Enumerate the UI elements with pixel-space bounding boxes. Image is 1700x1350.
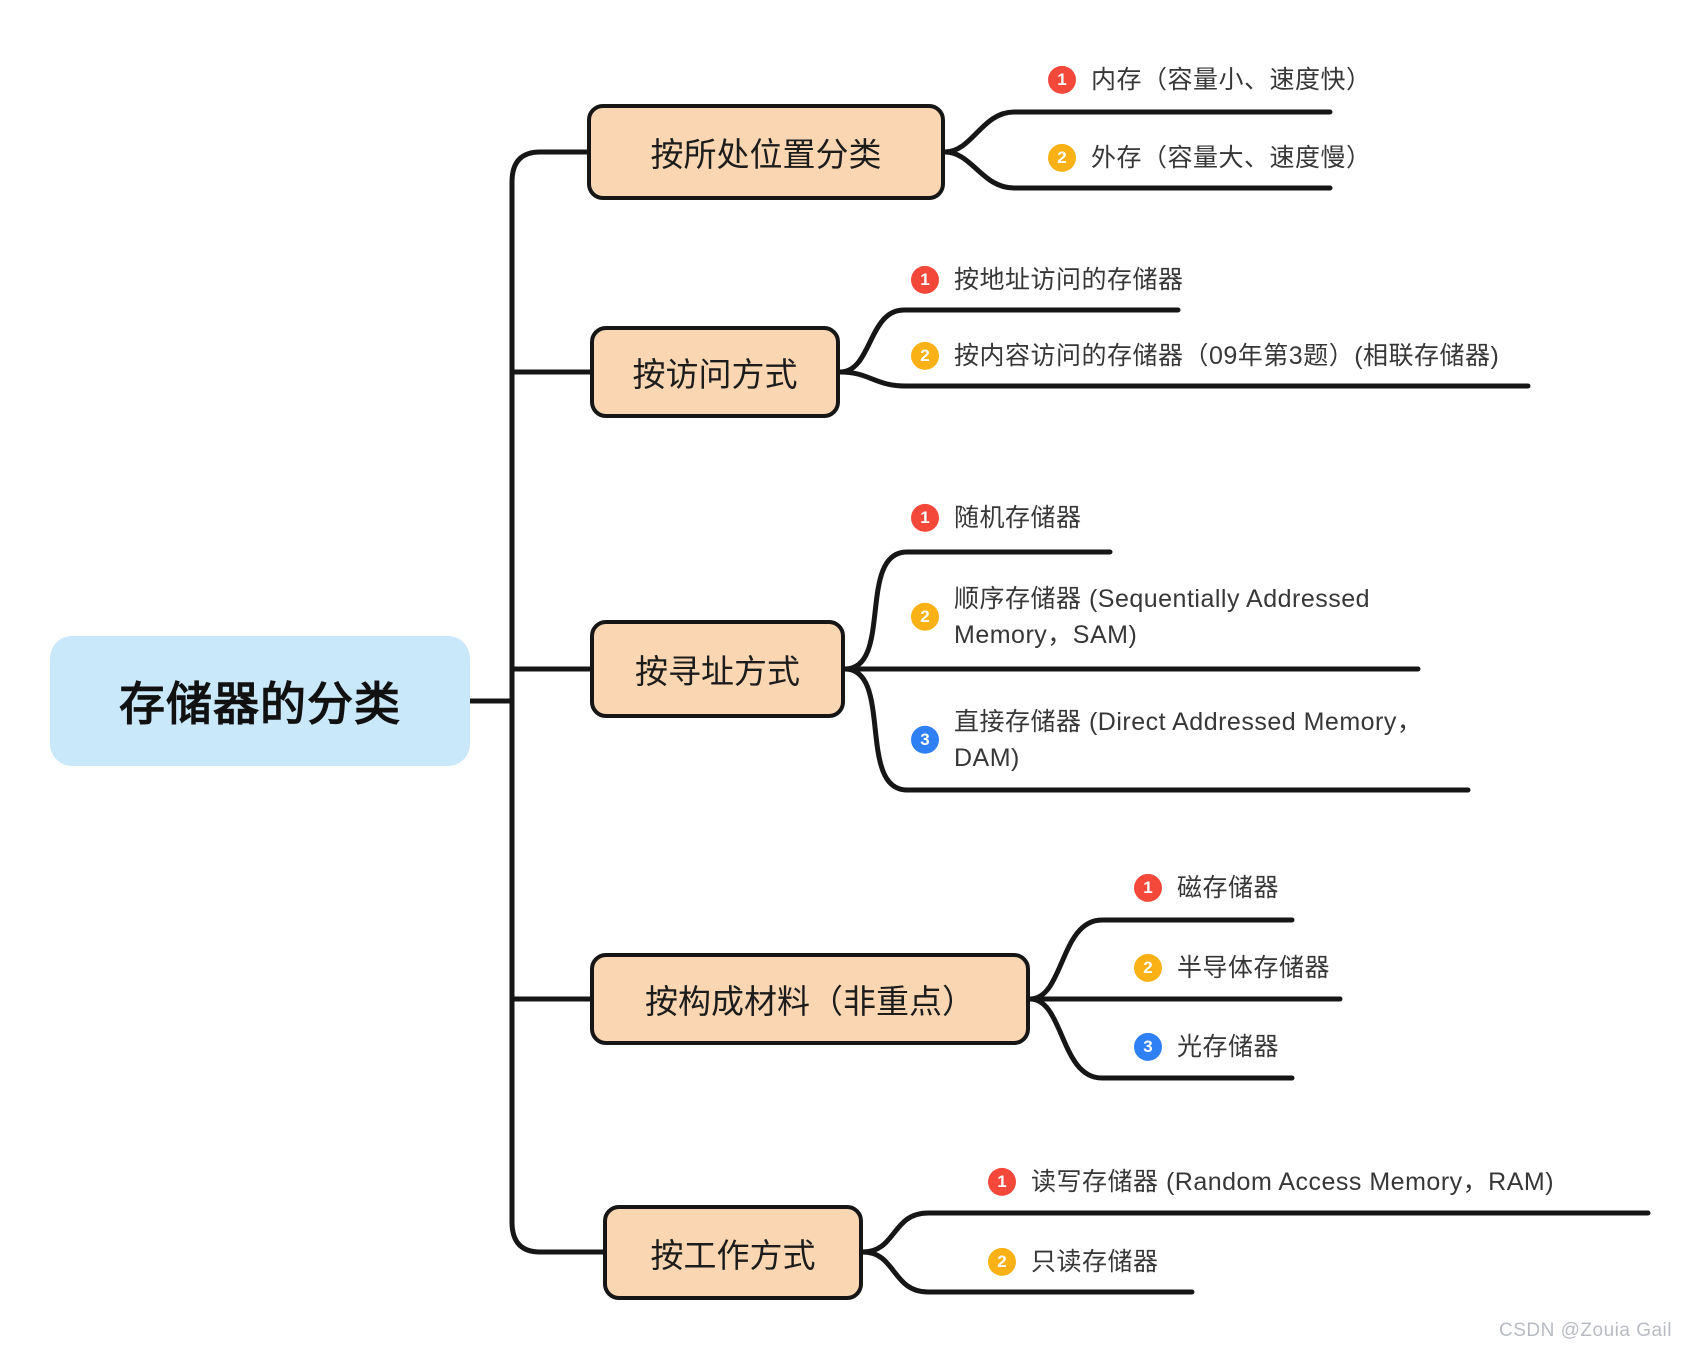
child-topic[interactable]: 2 顺序存储器 (Sequentially Addressed Memory，S… [911,581,1424,654]
branch-topic-material[interactable]: 按构成材料（非重点） [590,953,1030,1045]
connector-spine [509,149,606,1255]
branch-topic-position[interactable]: 按所处位置分类 [587,104,945,200]
priority-2-icon: 2 [911,603,939,631]
child-topic-label: 外存（容量大、速度慢） [1091,143,1372,172]
priority-1-icon: 1 [911,504,939,532]
connector-b2-c2 [837,369,1531,389]
connector-b1-c2 [942,149,1333,191]
child-topic-label: 光存储器 [1177,1032,1280,1061]
priority-2-icon: 2 [1134,954,1162,982]
priority-2-icon: 2 [988,1248,1016,1276]
child-topic[interactable]: 3 光存储器 [1134,1029,1279,1065]
connector-b4-c3 [1027,996,1295,1081]
child-topic[interactable]: 1 随机存储器 [911,500,1082,536]
root-topic-label: 存储器的分类 [119,678,401,730]
child-topic-label: 按内容访问的存储器（09年第3题）(相联存储器) [954,341,1500,370]
child-topic-label: 内存（容量小、速度快） [1091,65,1372,94]
branch-topic-workmode[interactable]: 按工作方式 [603,1205,863,1300]
branch-topic-addressing[interactable]: 按寻址方式 [590,620,845,718]
connector-b5-c2 [860,1249,1195,1295]
child-topic-label: 半导体存储器 [1177,953,1331,982]
connector-b4-c1 [1027,917,1295,1002]
priority-2-icon: 2 [1048,144,1076,172]
branch-topic-label: 按所处位置分类 [650,136,882,173]
child-topic-label: 顺序存储器 (Sequentially Addressed Memory，SAM… [954,584,1371,649]
child-topic-label: 随机存储器 [954,503,1082,532]
priority-1-icon: 1 [1134,874,1162,902]
child-topic-label: 直接存储器 (Direct Addressed Memory，DAM) [954,707,1423,772]
child-topic[interactable]: 2 只读存储器 [988,1244,1159,1280]
connector-b2-c1 [837,307,1181,375]
priority-2-icon: 2 [911,342,939,370]
child-topic[interactable]: 1 磁存储器 [1134,870,1279,906]
child-topic[interactable]: 2 半导体存储器 [1134,950,1330,986]
branch-topic-access[interactable]: 按访问方式 [590,326,840,418]
branch-topic-label: 按工作方式 [650,1236,816,1274]
csdn-watermark: CSDN @Zouia Gail [1499,1320,1672,1341]
connector-b3-c3 [842,666,1471,793]
child-topic-label: 按地址访问的存储器 [954,265,1184,294]
child-topic-label: 读写存储器 (Random Access Memory，RAM) [1031,1167,1555,1196]
child-topic[interactable]: 1 读写存储器 (Random Access Memory，RAM) [988,1164,1554,1200]
connector-b3-c1 [842,549,1113,672]
root-topic[interactable]: 存储器的分类 [50,636,470,766]
priority-3-icon: 3 [1134,1033,1162,1061]
child-topic[interactable]: 3 直接存储器 (Direct Addressed Memory，DAM) [911,704,1454,777]
priority-1-icon: 1 [911,266,939,294]
branch-topic-label: 按构成材料（非重点） [645,983,975,1020]
child-topic[interactable]: 1 按地址访问的存储器 [911,262,1184,298]
priority-1-icon: 1 [988,1168,1016,1196]
child-topic-label: 只读存储器 [1031,1247,1159,1276]
connector-b1-c1 [942,109,1333,155]
priority-1-icon: 1 [1048,66,1076,94]
child-topic-label: 磁存储器 [1177,873,1280,902]
branch-topic-label: 按寻址方式 [635,653,800,690]
connector-b5-c1 [860,1210,1651,1255]
child-topic[interactable]: 2 按内容访问的存储器（09年第3题）(相联存储器) [911,338,1499,374]
child-topic[interactable]: 1 内存（容量小、速度快） [1048,62,1372,98]
child-topic[interactable]: 2 外存（容量大、速度慢） [1048,140,1372,176]
branch-topic-label: 按访问方式 [632,356,798,393]
priority-3-icon: 3 [911,726,939,754]
